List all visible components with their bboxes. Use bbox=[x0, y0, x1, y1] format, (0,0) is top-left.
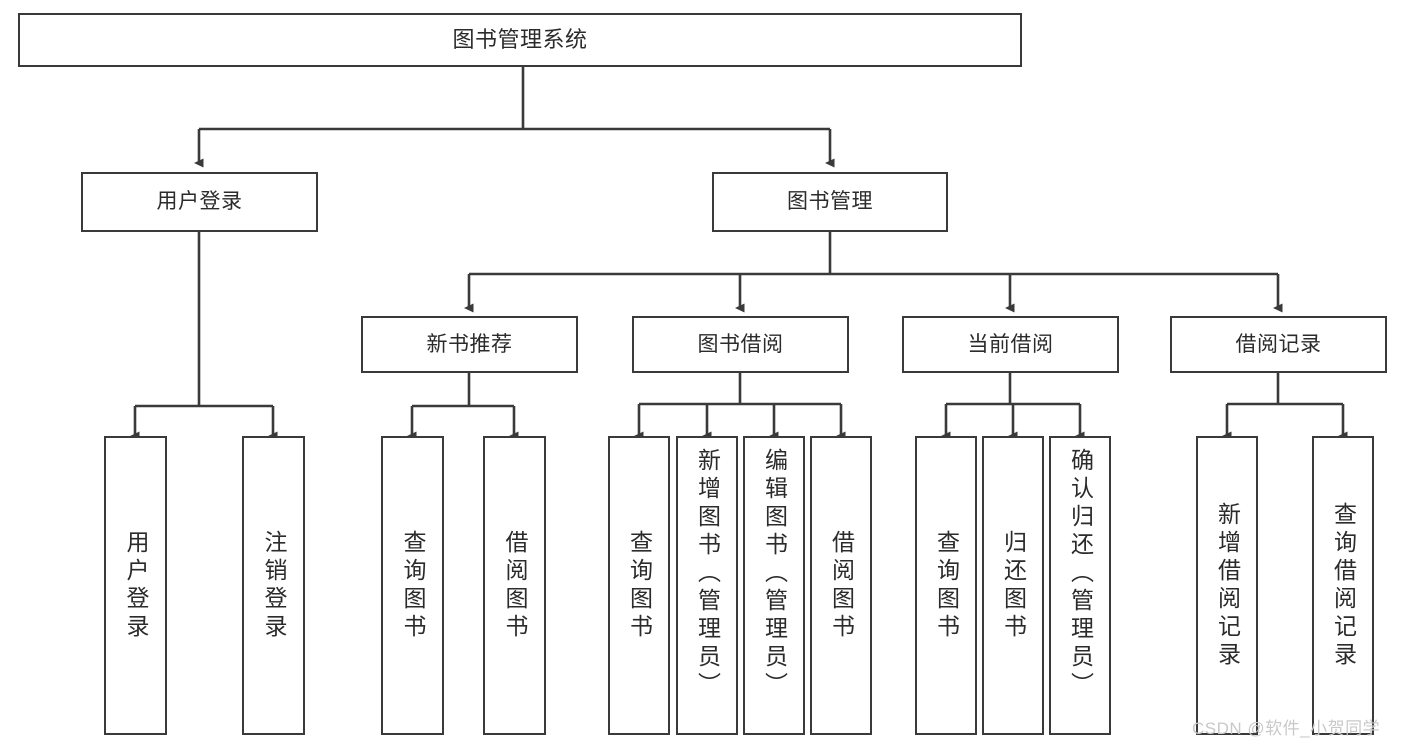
node-leaf-confirm-return[interactable]: 确认归还（管理员） bbox=[1049, 436, 1111, 735]
node-leaf-user-logout-label: 注销登录 bbox=[261, 529, 287, 642]
node-leaf-return-book-label: 归还图书 bbox=[1000, 529, 1027, 642]
node-root[interactable]: 图书管理系统 bbox=[18, 13, 1022, 67]
node-leaf-add-record-label: 新增借阅记录 bbox=[1214, 501, 1241, 670]
node-leaf-borrow-book-1-label: 借阅图书 bbox=[502, 529, 528, 642]
node-leaf-add-book[interactable]: 新增图书（管理员） bbox=[676, 436, 738, 735]
node-user-login-label: 用户登录 bbox=[156, 190, 243, 214]
node-leaf-borrow-book-2-label: 借阅图书 bbox=[828, 529, 855, 642]
node-leaf-query-record-label: 查询借阅记录 bbox=[1330, 501, 1357, 670]
node-leaf-borrow-book-2[interactable]: 借阅图书 bbox=[810, 436, 872, 735]
node-current-borrow-label: 当前借阅 bbox=[967, 332, 1054, 356]
node-leaf-query-record[interactable]: 查询借阅记录 bbox=[1312, 436, 1374, 735]
node-user-login[interactable]: 用户登录 bbox=[81, 172, 318, 232]
node-new-book-rec-label: 新书推荐 bbox=[426, 332, 513, 356]
node-leaf-borrow-book-1[interactable]: 借阅图书 bbox=[483, 436, 546, 735]
node-leaf-query-book-1[interactable]: 查询图书 bbox=[381, 436, 444, 735]
node-book-manage[interactable]: 图书管理 bbox=[712, 172, 948, 232]
node-current-borrow[interactable]: 当前借阅 bbox=[902, 316, 1119, 373]
node-leaf-user-logout[interactable]: 注销登录 bbox=[242, 436, 305, 735]
node-book-borrow[interactable]: 图书借阅 bbox=[632, 316, 849, 373]
node-leaf-query-book-3-label: 查询图书 bbox=[933, 529, 960, 642]
node-leaf-edit-book-label: 编辑图书（管理员） bbox=[761, 448, 788, 700]
watermark: CSDN @软件_小贺同学 bbox=[1192, 719, 1381, 738]
node-leaf-user-login[interactable]: 用户登录 bbox=[104, 436, 167, 735]
node-book-manage-label: 图书管理 bbox=[787, 190, 873, 214]
node-leaf-return-book[interactable]: 归还图书 bbox=[982, 436, 1044, 735]
node-leaf-add-book-label: 新增图书（管理员） bbox=[694, 448, 721, 700]
node-leaf-edit-book[interactable]: 编辑图书（管理员） bbox=[743, 436, 805, 735]
node-borrow-record[interactable]: 借阅记录 bbox=[1170, 316, 1387, 373]
node-book-borrow-label: 图书借阅 bbox=[697, 332, 784, 356]
node-leaf-user-login-label: 用户登录 bbox=[123, 529, 149, 642]
node-root-label: 图书管理系统 bbox=[452, 26, 588, 52]
node-new-book-rec[interactable]: 新书推荐 bbox=[361, 316, 578, 373]
node-leaf-query-book-2[interactable]: 查询图书 bbox=[608, 436, 670, 735]
node-borrow-record-label: 借阅记录 bbox=[1235, 332, 1322, 356]
node-leaf-query-book-3[interactable]: 查询图书 bbox=[915, 436, 977, 735]
node-leaf-query-book-2-label: 查询图书 bbox=[626, 529, 653, 642]
node-leaf-add-record[interactable]: 新增借阅记录 bbox=[1196, 436, 1258, 735]
node-leaf-query-book-1-label: 查询图书 bbox=[400, 529, 426, 642]
node-leaf-confirm-return-label: 确认归还（管理员） bbox=[1067, 448, 1094, 700]
